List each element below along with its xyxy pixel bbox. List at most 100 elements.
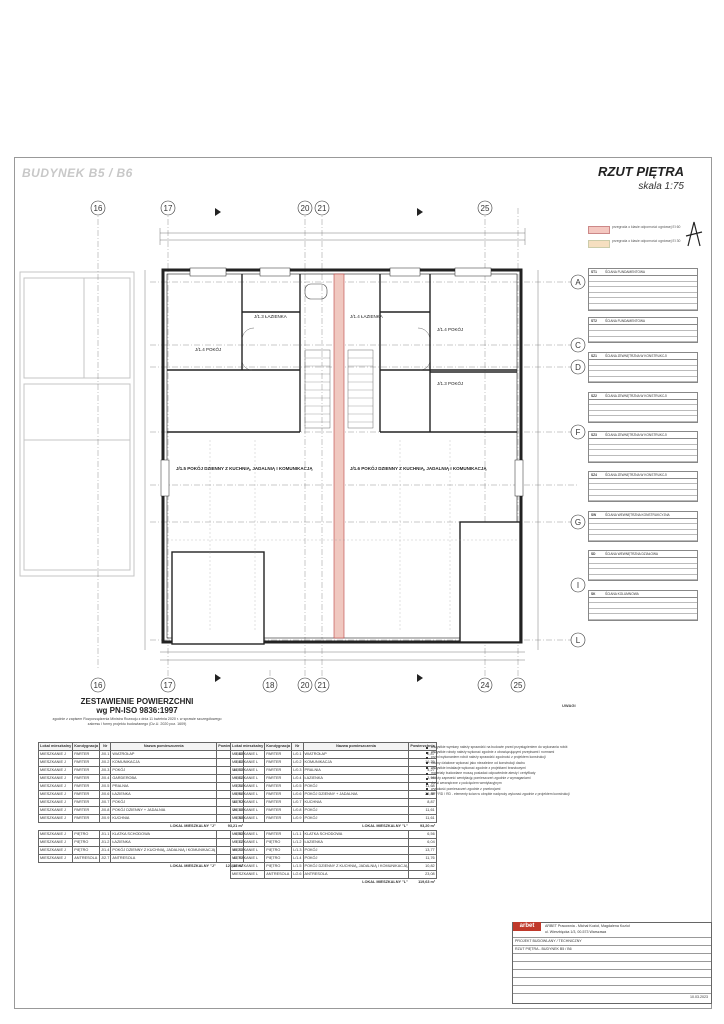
table-cell: L/0.9: [291, 814, 304, 823]
wall-spec-title: ŚCIANA FUNDAMENTOWA: [605, 270, 646, 274]
table-cell: PIĘTRO: [72, 846, 101, 855]
table-cell: PARTER: [72, 766, 101, 775]
legend-swatch-ei30: [588, 240, 610, 248]
axis-bubble-bottom-label: 17: [164, 681, 173, 690]
table-cell: ANTRESOLA: [264, 870, 293, 879]
table-cell: MIESZKANIE L: [229, 766, 266, 775]
table-cell: MIESZKANIE L: [229, 798, 266, 807]
table-cell: MIESZKANIE J: [37, 838, 74, 847]
wall-spec-title: ŚCIANA ZEWNĘTRZNA W KONSTRUKCJI: [605, 472, 667, 477]
table-cell: 11,61: [408, 814, 437, 823]
axis-bubble-bottom: [297, 677, 313, 693]
table-cell: PARTER: [72, 782, 101, 791]
table-header: Nazwa pomieszczenia: [110, 742, 218, 751]
room-label: J/1.3 ŁAZIENKA: [254, 314, 287, 319]
axis-bubble-top-label: 16: [94, 204, 103, 213]
table-cell: MIESZKANIE J: [37, 830, 74, 839]
table-cell: GARDEROBA: [110, 774, 218, 783]
table-cell: MIESZKANIE L: [229, 862, 266, 871]
table-cell: POKÓJ DZIENNY Z KUCHNIĄ, JADALNIĄ I KOMU…: [302, 862, 410, 871]
drawing-scale: skala 1:75: [638, 181, 684, 192]
company-logo: arbet: [513, 922, 541, 931]
table-cell: MIESZKANIE J: [37, 854, 74, 863]
drawing-sheet: [14, 157, 712, 1009]
wall-spec-title: ŚCIANA WEWNĘTRZNA DZIAŁOWA: [605, 552, 659, 557]
remarks-block: UWAGI: [562, 703, 688, 709]
axis-bubble-right-label: G: [575, 518, 581, 527]
table-cell: 13,77: [408, 846, 437, 855]
table-cell: MIESZKANIE L: [229, 750, 266, 759]
axis-bubble-right: [570, 337, 586, 353]
table-cell: J/0.2: [99, 758, 112, 767]
title-block: ARBET Pracownia - Michał Kozioł, Magdale…: [512, 922, 712, 1004]
total-label: LOKAL MIESZKALNY "J": [170, 824, 216, 828]
table-cell: L/1.3: [291, 846, 304, 855]
table-cell: POKÓJ DZIENNY Z KUCHNIĄ, JADALNIĄ I KOMU…: [110, 846, 218, 855]
axis-bubble-bottom-label: 24: [481, 681, 490, 690]
axis-bubble-right-label: D: [575, 363, 581, 372]
legend-swatch-ei60: [588, 226, 610, 234]
total-value: 119,63 m²: [418, 880, 436, 884]
table-cell: PARTER: [264, 814, 293, 823]
table-cell: KLATKA SCHODOWA: [302, 830, 410, 839]
table-cell: POKÓJ DZIENNY + JADALNIA: [110, 806, 218, 815]
company-name: ARBET Pracownia - Michał Kozioł, Magdale…: [545, 924, 630, 928]
table-cell: MIESZKANIE J: [37, 798, 74, 807]
table-header: Nazwa pomieszczenia: [302, 742, 410, 751]
table-cell: L/2.6: [291, 870, 304, 879]
axis-bubble-right: [570, 577, 586, 593]
note-item: wszystkie wymiary należy sprawdzić na bu…: [426, 745, 692, 750]
north-arrow-icon: [685, 221, 703, 247]
axis-bubble-top: [160, 200, 176, 216]
sheet-date: 10.03.2023: [513, 993, 711, 1000]
table-cell: ANTRESOLA: [72, 854, 101, 863]
table-cell: L/1.4: [291, 854, 304, 863]
table-cell: L/1.1: [291, 830, 304, 839]
table-cell: J/0.4: [99, 774, 112, 783]
table-cell: ANTRESOLA: [302, 870, 410, 879]
table-header: Nr: [291, 742, 304, 751]
axis-bubble-top-label: 17: [164, 204, 173, 213]
axis-bubble-bottom-label: 16: [94, 681, 103, 690]
table-cell: L/0.7: [291, 798, 304, 807]
table-cell: MIESZKANIE J: [37, 758, 74, 767]
axis-bubble-top-label: 25: [481, 204, 490, 213]
room-label: J/1.3 POKÓJ: [437, 380, 463, 386]
table-cell: PARTER: [264, 766, 293, 775]
axis-bubble-top-label: 20: [301, 204, 310, 213]
table-cell: PARTER: [264, 782, 293, 791]
table-cell: J/0.3: [99, 766, 112, 775]
table-cell: ŁAZIENKA: [110, 790, 218, 799]
table-cell: 23,08: [408, 870, 437, 879]
table-cell: PARTER: [264, 790, 293, 799]
note-item: należy zapewnić wentylację pomieszczeń z…: [426, 776, 692, 781]
table-cell: MIESZKANIE L: [229, 870, 266, 879]
table-cell: MIESZKANIE L: [229, 782, 266, 791]
table-cell: J/1.2: [99, 838, 112, 847]
wall-spec-title: ŚCIANA FUNDAMENTOWA: [605, 319, 646, 324]
note-item: wszystkie instalacje wykonać zgodnie z p…: [426, 766, 692, 771]
wall-spec-title: ŚCIANA WEWNĘTRZNA KONSTRUKCYJNA: [605, 512, 670, 517]
neighbour-building: [19, 271, 135, 577]
table-cell: L/1.5: [291, 862, 304, 871]
table-cell: ŁAZIENKA: [302, 774, 410, 783]
table-cell: L/0.2: [291, 758, 304, 767]
axis-bubble-right: [570, 424, 586, 440]
wall-spec-code: ST2: [591, 319, 597, 324]
table-cell: POKÓJ: [302, 846, 410, 855]
axis-bubble-bottom: [510, 677, 526, 693]
legend-ei60: przegroda o klasie odporności ogniowej E…: [612, 225, 681, 229]
note-item: przed wykonaniem robót należy sprawdzić …: [426, 755, 692, 760]
